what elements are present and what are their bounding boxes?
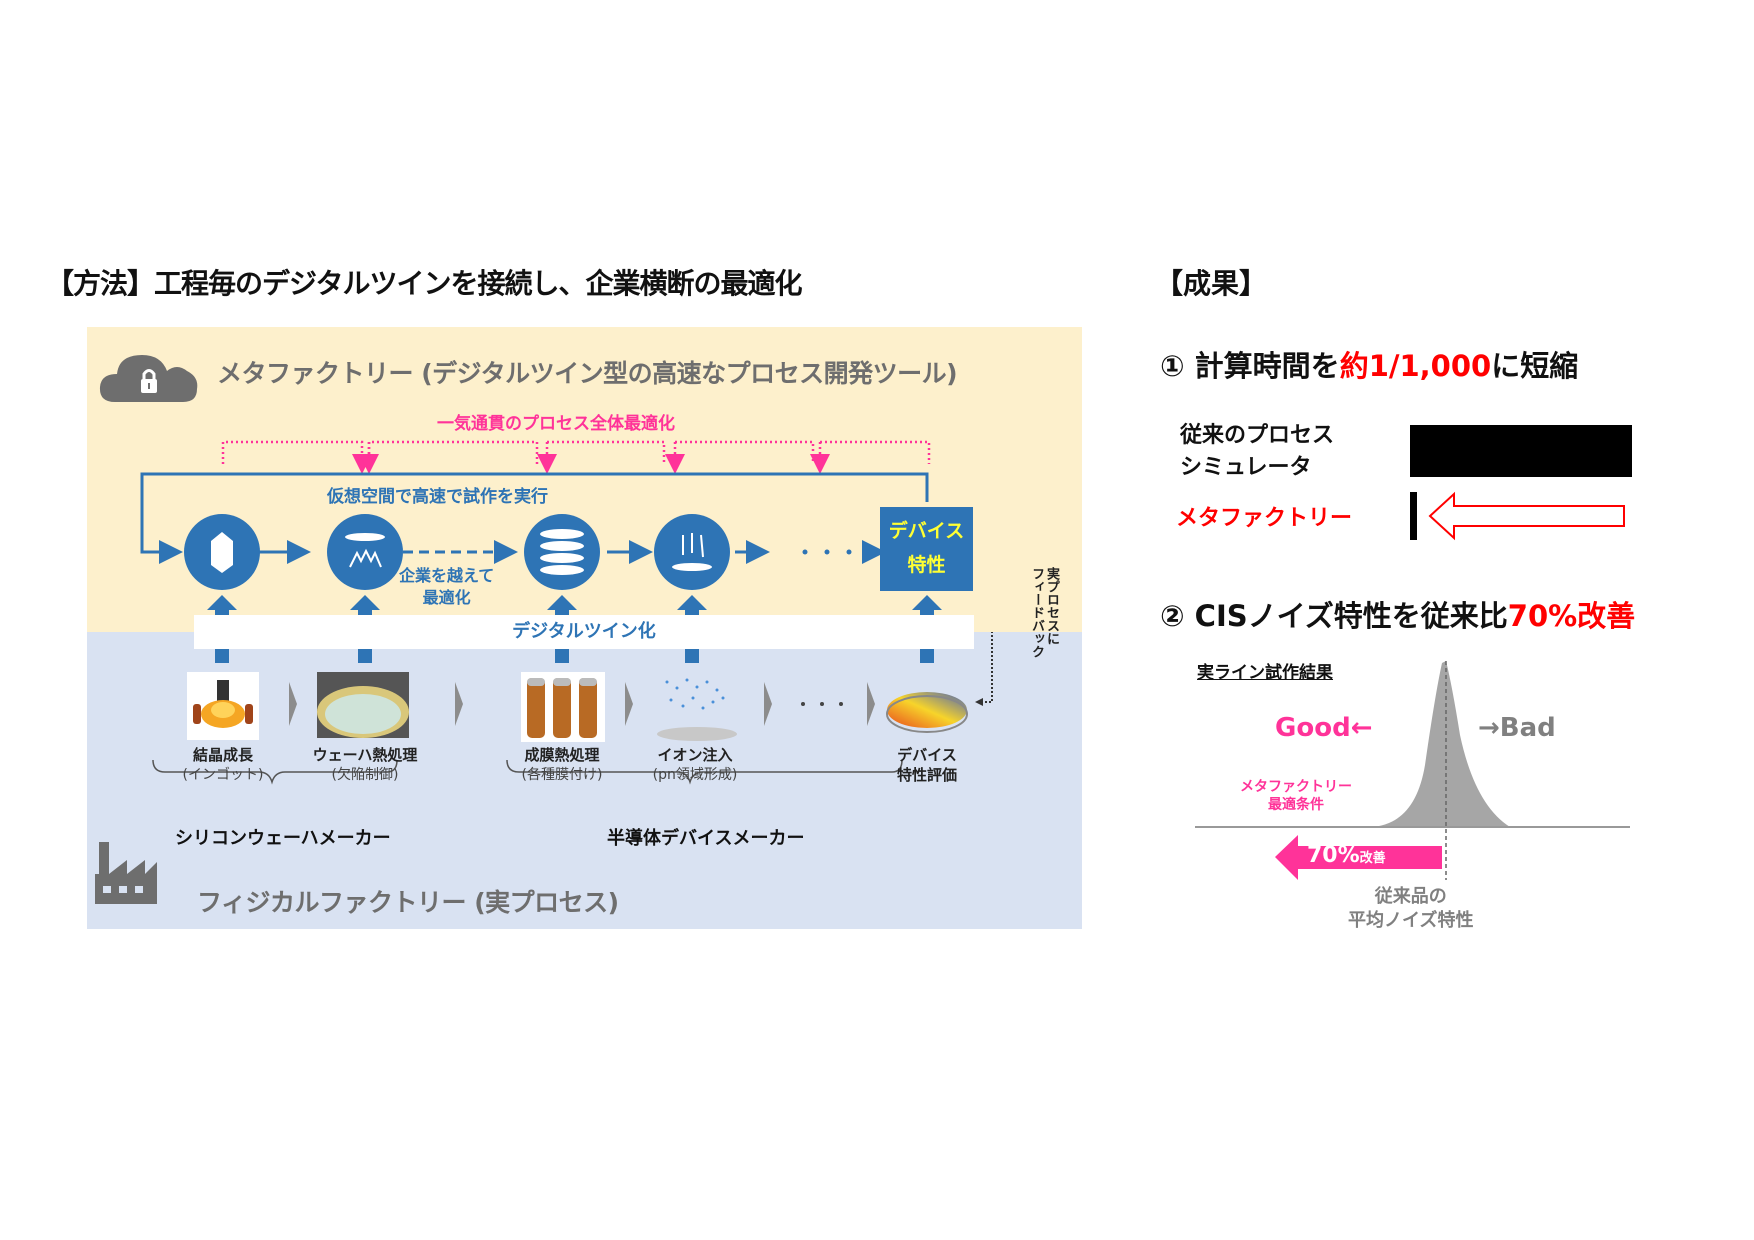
result-1-title: ① 計算時間を約1/1,000に短縮: [1160, 349, 1579, 383]
conventional-time-bar: [1410, 425, 1632, 477]
film-deposition-image: [521, 672, 605, 742]
crystal-growth-node: [184, 514, 260, 590]
cloud-lock-icon: [99, 355, 198, 402]
results-title: 【成果】: [1155, 267, 1268, 300]
group-device-maker: 半導体デバイスメーカー: [607, 828, 805, 849]
reduction-arrow-icon: [1428, 491, 1625, 541]
meta-factory-optimal-label: メタファクトリー 最適条件: [1240, 779, 1352, 813]
digital-flow-diagram: [140, 440, 973, 632]
trial-result-label: 実ライン試作結果: [1197, 663, 1333, 683]
improvement-arrow: [1275, 835, 1442, 880]
step-ion-implant: イオン注入 (pn領域形成): [652, 746, 738, 783]
step-crystal-growth: 結晶成長 (インゴット): [182, 746, 264, 783]
conventional-average-label: 従来品の 平均ノイズ特性: [1348, 886, 1474, 931]
step-device-eval: デバイス 特性評価: [896, 746, 957, 784]
good-direction-label: Good←: [1275, 713, 1373, 743]
virtual-space-label: 仮想空間で高速で試作を実行: [327, 487, 548, 507]
factory-icon: [95, 842, 157, 904]
group-silicon-wafer-maker: シリコンウェーハメーカー: [175, 828, 391, 849]
brace-silicon-wafer-maker: [152, 759, 398, 785]
cross-company-label: 企業を越えて 最適化: [399, 566, 495, 607]
device-characteristics-box: [880, 507, 973, 591]
physical-process-row: [95, 632, 993, 904]
step-wafer-anneal: ウェーハ熱処理 (欠陥制御): [312, 746, 418, 783]
device-wafer-image: [886, 692, 968, 733]
global-optimization-label: 一気通貫のプロセス全体最適化: [437, 414, 675, 434]
meta-factory-title: メタファクトリー (デジタルツイン型の高速なプロセス開発ツール): [217, 359, 958, 388]
bad-direction-label: →Bad: [1478, 713, 1556, 743]
wafer-anneal-node: [327, 514, 403, 590]
pink-optimization-brackets: [221, 440, 931, 474]
noise-distribution-chart: [1195, 661, 1630, 880]
brace-device-maker: [506, 759, 903, 785]
digital-twin-bar: デジタルツイン化: [194, 615, 974, 649]
method-title: 【方法】工程毎のデジタルツインを接続し、企業横断の最適化: [46, 267, 802, 300]
improvement-label: 70%改善: [1307, 843, 1386, 868]
digital-twin-up-arrows: [207, 595, 942, 632]
feedback-label: 実プロセスに フィードバック: [1029, 567, 1059, 658]
meta-factory-label: メタファクトリー: [1176, 506, 1353, 531]
physical-factory-title: フィジカルファクトリー (実プロセス): [197, 888, 619, 917]
result-2-title: ② CISノイズ特性を従来比70%改善: [1160, 599, 1636, 633]
feedback-dotted-line: [982, 632, 993, 703]
ion-implant-image: [657, 678, 737, 741]
wafer-anneal-image: [317, 672, 409, 738]
ion-implant-node: [654, 514, 730, 590]
noise-distribution-area: [1370, 661, 1510, 827]
computation-time-comparison: [1410, 425, 1632, 541]
film-deposition-node: [524, 514, 600, 590]
conventional-simulator-label: 従来のプロセス シミュレータ: [1180, 423, 1335, 480]
method-diagram: メタファクトリー (デジタルツイン型の高速なプロセス開発ツール) 一気通貫のプロ…: [87, 327, 1082, 929]
crystal-growth-image: [187, 672, 259, 740]
meta-factory-time-bar: [1410, 492, 1417, 540]
step-film-deposition: 成膜熱処理 (各種膜付け): [521, 746, 603, 783]
device-box-label: デバイス 特性: [888, 520, 965, 576]
digital-twin-label: デジタルツイン化: [512, 621, 656, 642]
